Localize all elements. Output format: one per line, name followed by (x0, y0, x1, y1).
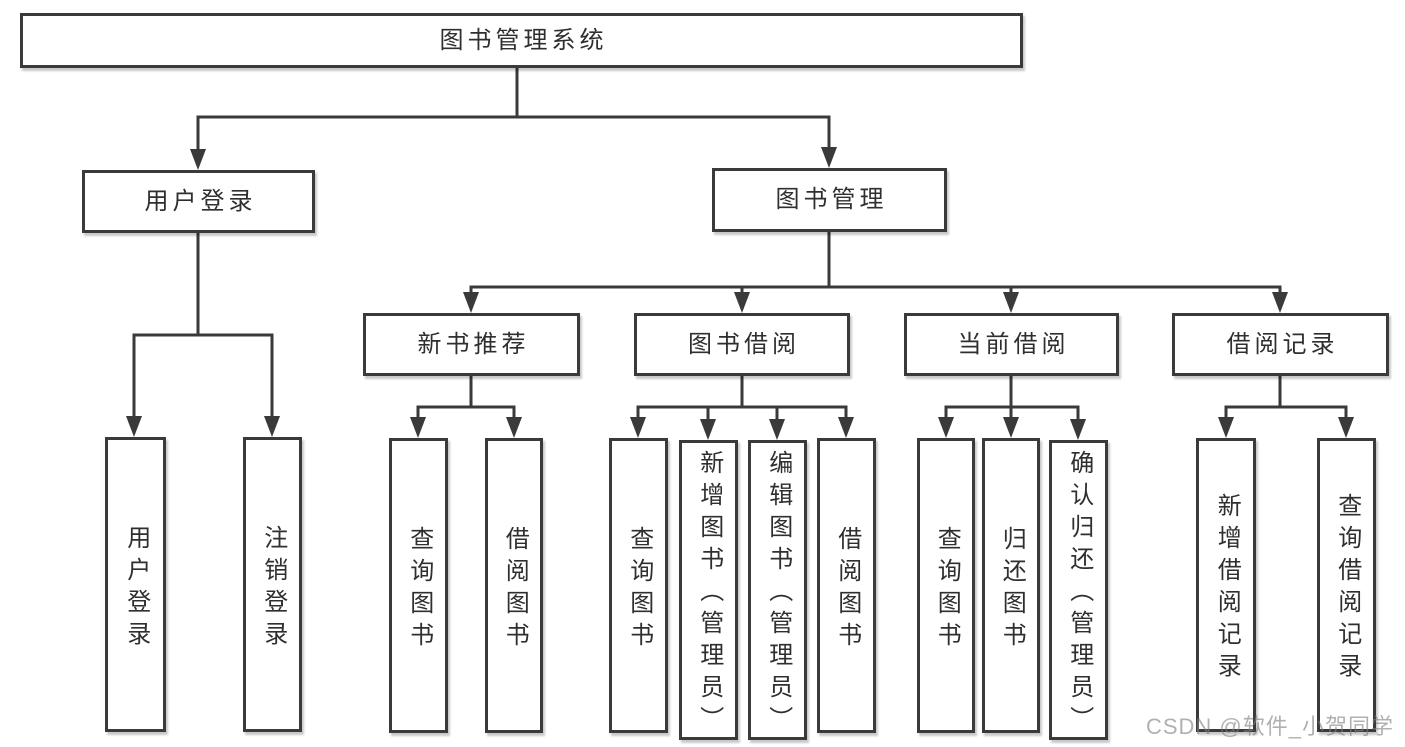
node-label: 编辑图书（管理员） (764, 450, 792, 738)
node-label: 归还图书 (998, 525, 1026, 654)
node-label: 借阅图书 (833, 525, 861, 654)
node-label: 借阅记录 (1226, 330, 1339, 358)
node-root-library-system: 图书管理系统 (20, 13, 1023, 68)
connector-userlogin-to-leaves (126, 233, 280, 437)
leaf-borrow-query-books: 查询图书 (609, 438, 668, 733)
leaf-query-borrow-record: 查询借阅记录 (1317, 438, 1376, 732)
leaf-add-books-admin: 新增图书（管理员） (679, 440, 738, 740)
node-label: 新书推荐 (417, 330, 530, 358)
node-borrow-records: 借阅记录 (1172, 313, 1389, 376)
connector-borrowing-to-leaves (630, 376, 854, 440)
node-label: 用户登录 (144, 187, 257, 215)
node-book-borrowing: 图书借阅 (634, 313, 850, 376)
node-label: 图书管理 (775, 186, 888, 213)
node-book-management: 图书管理 (712, 168, 947, 232)
node-label: 新增图书（管理员） (695, 450, 723, 738)
node-label: 图书管理系统 (439, 26, 608, 54)
connector-records-to-leaves (1218, 375, 1354, 438)
node-label: 查询借阅记录 (1333, 493, 1361, 685)
connector-newbooks-to-leaves (410, 376, 522, 438)
leaf-logout: 注销登录 (243, 437, 302, 732)
node-current-borrowing: 当前借阅 (904, 313, 1119, 376)
node-label: 新增借阅记录 (1213, 493, 1241, 685)
node-label: 图书借阅 (688, 330, 800, 358)
node-label: 查询图书 (933, 525, 961, 654)
node-label: 借阅图书 (501, 525, 529, 654)
leaf-borrow-books: 借阅图书 (817, 438, 876, 733)
leaf-user-login: 用户登录 (105, 437, 166, 732)
leaf-edit-books-admin: 编辑图书（管理员） (748, 440, 807, 740)
connector-bookmgmt-to-level3 (463, 232, 1288, 313)
node-user-login: 用户登录 (82, 170, 315, 233)
node-label: 用户登录 (122, 524, 150, 653)
node-label: 当前借阅 (957, 330, 1070, 358)
leaf-return-books: 归还图书 (982, 438, 1040, 733)
node-new-book-recommend: 新书推荐 (363, 313, 580, 376)
connector-current-to-leaves (938, 376, 1086, 440)
leaf-newrec-query-books: 查询图书 (389, 438, 448, 733)
node-label: 确认归还（管理员） (1065, 450, 1093, 738)
leaf-add-borrow-record: 新增借阅记录 (1196, 438, 1256, 732)
connector-root-to-level2 (190, 68, 837, 170)
node-label: 注销登录 (259, 524, 287, 653)
leaf-confirm-return-admin: 确认归还（管理员） (1049, 440, 1108, 740)
leaf-current-query-books: 查询图书 (917, 438, 975, 733)
leaf-newrec-borrow-books: 借阅图书 (485, 438, 543, 733)
node-label: 查询图书 (625, 525, 653, 654)
csdn-watermark: CSDN @软件_小贺同学 (1145, 714, 1394, 739)
node-label: 查询图书 (405, 525, 433, 654)
